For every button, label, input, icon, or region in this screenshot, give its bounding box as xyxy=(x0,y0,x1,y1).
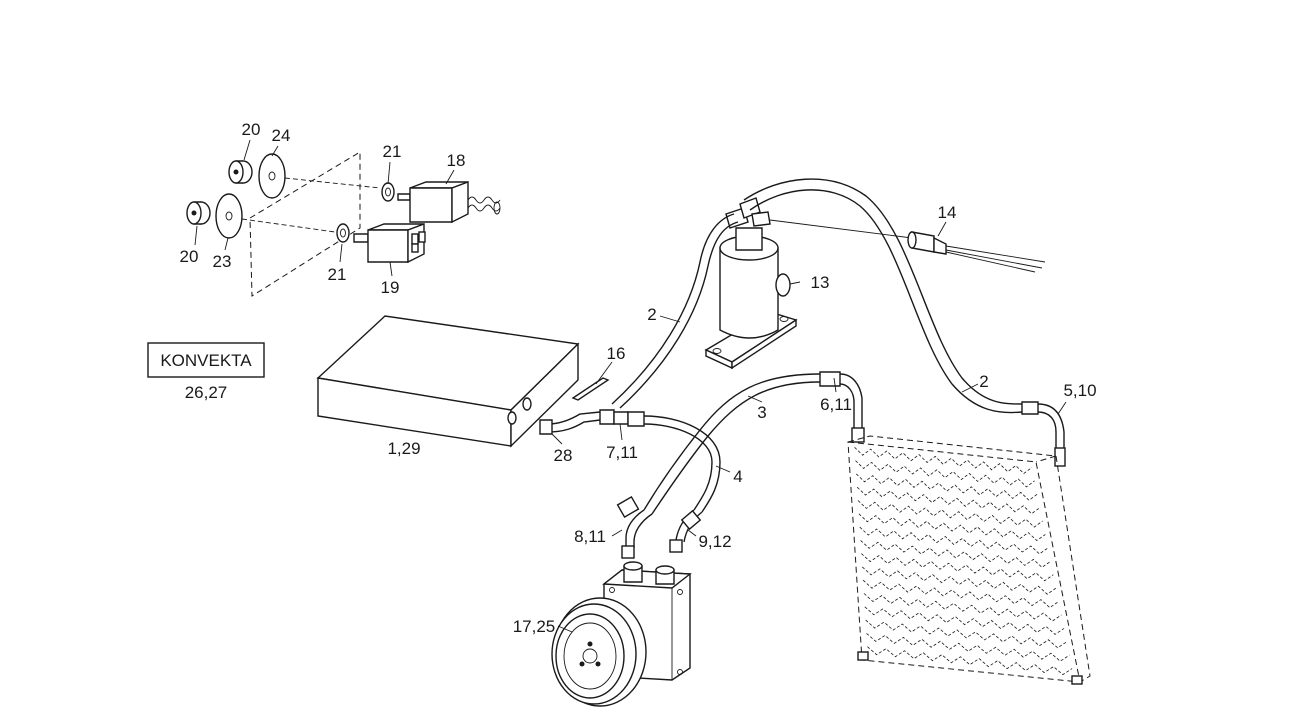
condenser-fin-row xyxy=(861,553,1054,582)
washer-lower xyxy=(336,223,350,243)
callout-17-25: 17,25 xyxy=(513,617,556,636)
knob-lower xyxy=(186,201,211,225)
callout-2-right: 2 xyxy=(979,372,988,391)
switch-19 xyxy=(353,222,426,264)
switch-assembly xyxy=(186,151,501,297)
brand-block: KONVEKTA 26,27 xyxy=(147,342,265,402)
disc-23 xyxy=(215,193,243,239)
callout-19: 19 xyxy=(381,278,400,297)
control-box xyxy=(316,315,610,448)
switch-18 xyxy=(397,180,501,224)
condenser-fin-row xyxy=(859,526,1049,555)
disc-24 xyxy=(258,153,286,199)
callout-3: 3 xyxy=(757,403,766,422)
callout-23: 23 xyxy=(213,252,232,271)
compressor xyxy=(551,561,692,707)
condenser-fin-row xyxy=(854,447,1033,475)
brand-frame xyxy=(147,342,265,378)
condenser-fin-row xyxy=(863,593,1062,622)
condenser-fin-row xyxy=(855,460,1035,488)
condenser-fin-row xyxy=(865,619,1068,649)
mounting-panel-outline xyxy=(249,151,361,297)
knob-upper xyxy=(228,160,253,184)
callout-4: 4 xyxy=(733,467,742,486)
condenser-fin-row xyxy=(856,486,1041,515)
receiver-drier xyxy=(704,197,798,370)
callout-24: 24 xyxy=(272,126,291,145)
condenser-fins xyxy=(854,447,1073,676)
condenser-fin-row xyxy=(858,513,1046,542)
callout-20-upper: 20 xyxy=(242,120,261,139)
callouts: 20 24 21 18 20 23 21 19 14 13 2 2 16 1,2… xyxy=(180,120,1097,636)
callout-7-11: 7,11 xyxy=(606,443,638,462)
washer-upper xyxy=(381,182,395,202)
callout-6-11: 6,11 xyxy=(820,395,852,414)
callout-1-29: 1,29 xyxy=(387,439,420,458)
condenser-fin-row xyxy=(864,606,1065,635)
callout-13: 13 xyxy=(811,273,830,292)
callout-14: 14 xyxy=(938,203,957,222)
callout-9-12: 9,12 xyxy=(698,532,731,551)
callout-21-upper: 21 xyxy=(383,142,402,161)
callout-21-lower: 21 xyxy=(328,265,347,284)
pressure-switch-14 xyxy=(769,219,1046,273)
condenser-fin-row xyxy=(867,646,1073,676)
condenser xyxy=(847,435,1091,685)
callout-28: 28 xyxy=(554,446,573,465)
hoses xyxy=(539,178,1066,559)
condenser-fin-row xyxy=(866,633,1070,662)
condenser-fin-row xyxy=(857,500,1043,528)
condenser-fin-row xyxy=(856,473,1038,501)
callout-16: 16 xyxy=(607,344,626,363)
box-port-1 xyxy=(507,411,517,425)
box-port-2 xyxy=(522,397,532,411)
callout-2-left: 2 xyxy=(647,305,656,324)
brand-label: KONVEKTA xyxy=(160,351,252,370)
label-plate-16 xyxy=(571,377,610,401)
callout-8-11: 8,11 xyxy=(574,527,606,546)
brand-parts: 26,27 xyxy=(185,383,228,402)
condenser-fin-row xyxy=(862,566,1057,595)
condenser-fin-row xyxy=(860,540,1051,568)
callout-20-lower: 20 xyxy=(180,247,199,266)
leader-lines xyxy=(194,139,1067,633)
condenser-fin-row xyxy=(862,579,1059,609)
callout-18: 18 xyxy=(447,151,466,170)
callout-5-10: 5,10 xyxy=(1063,381,1096,400)
